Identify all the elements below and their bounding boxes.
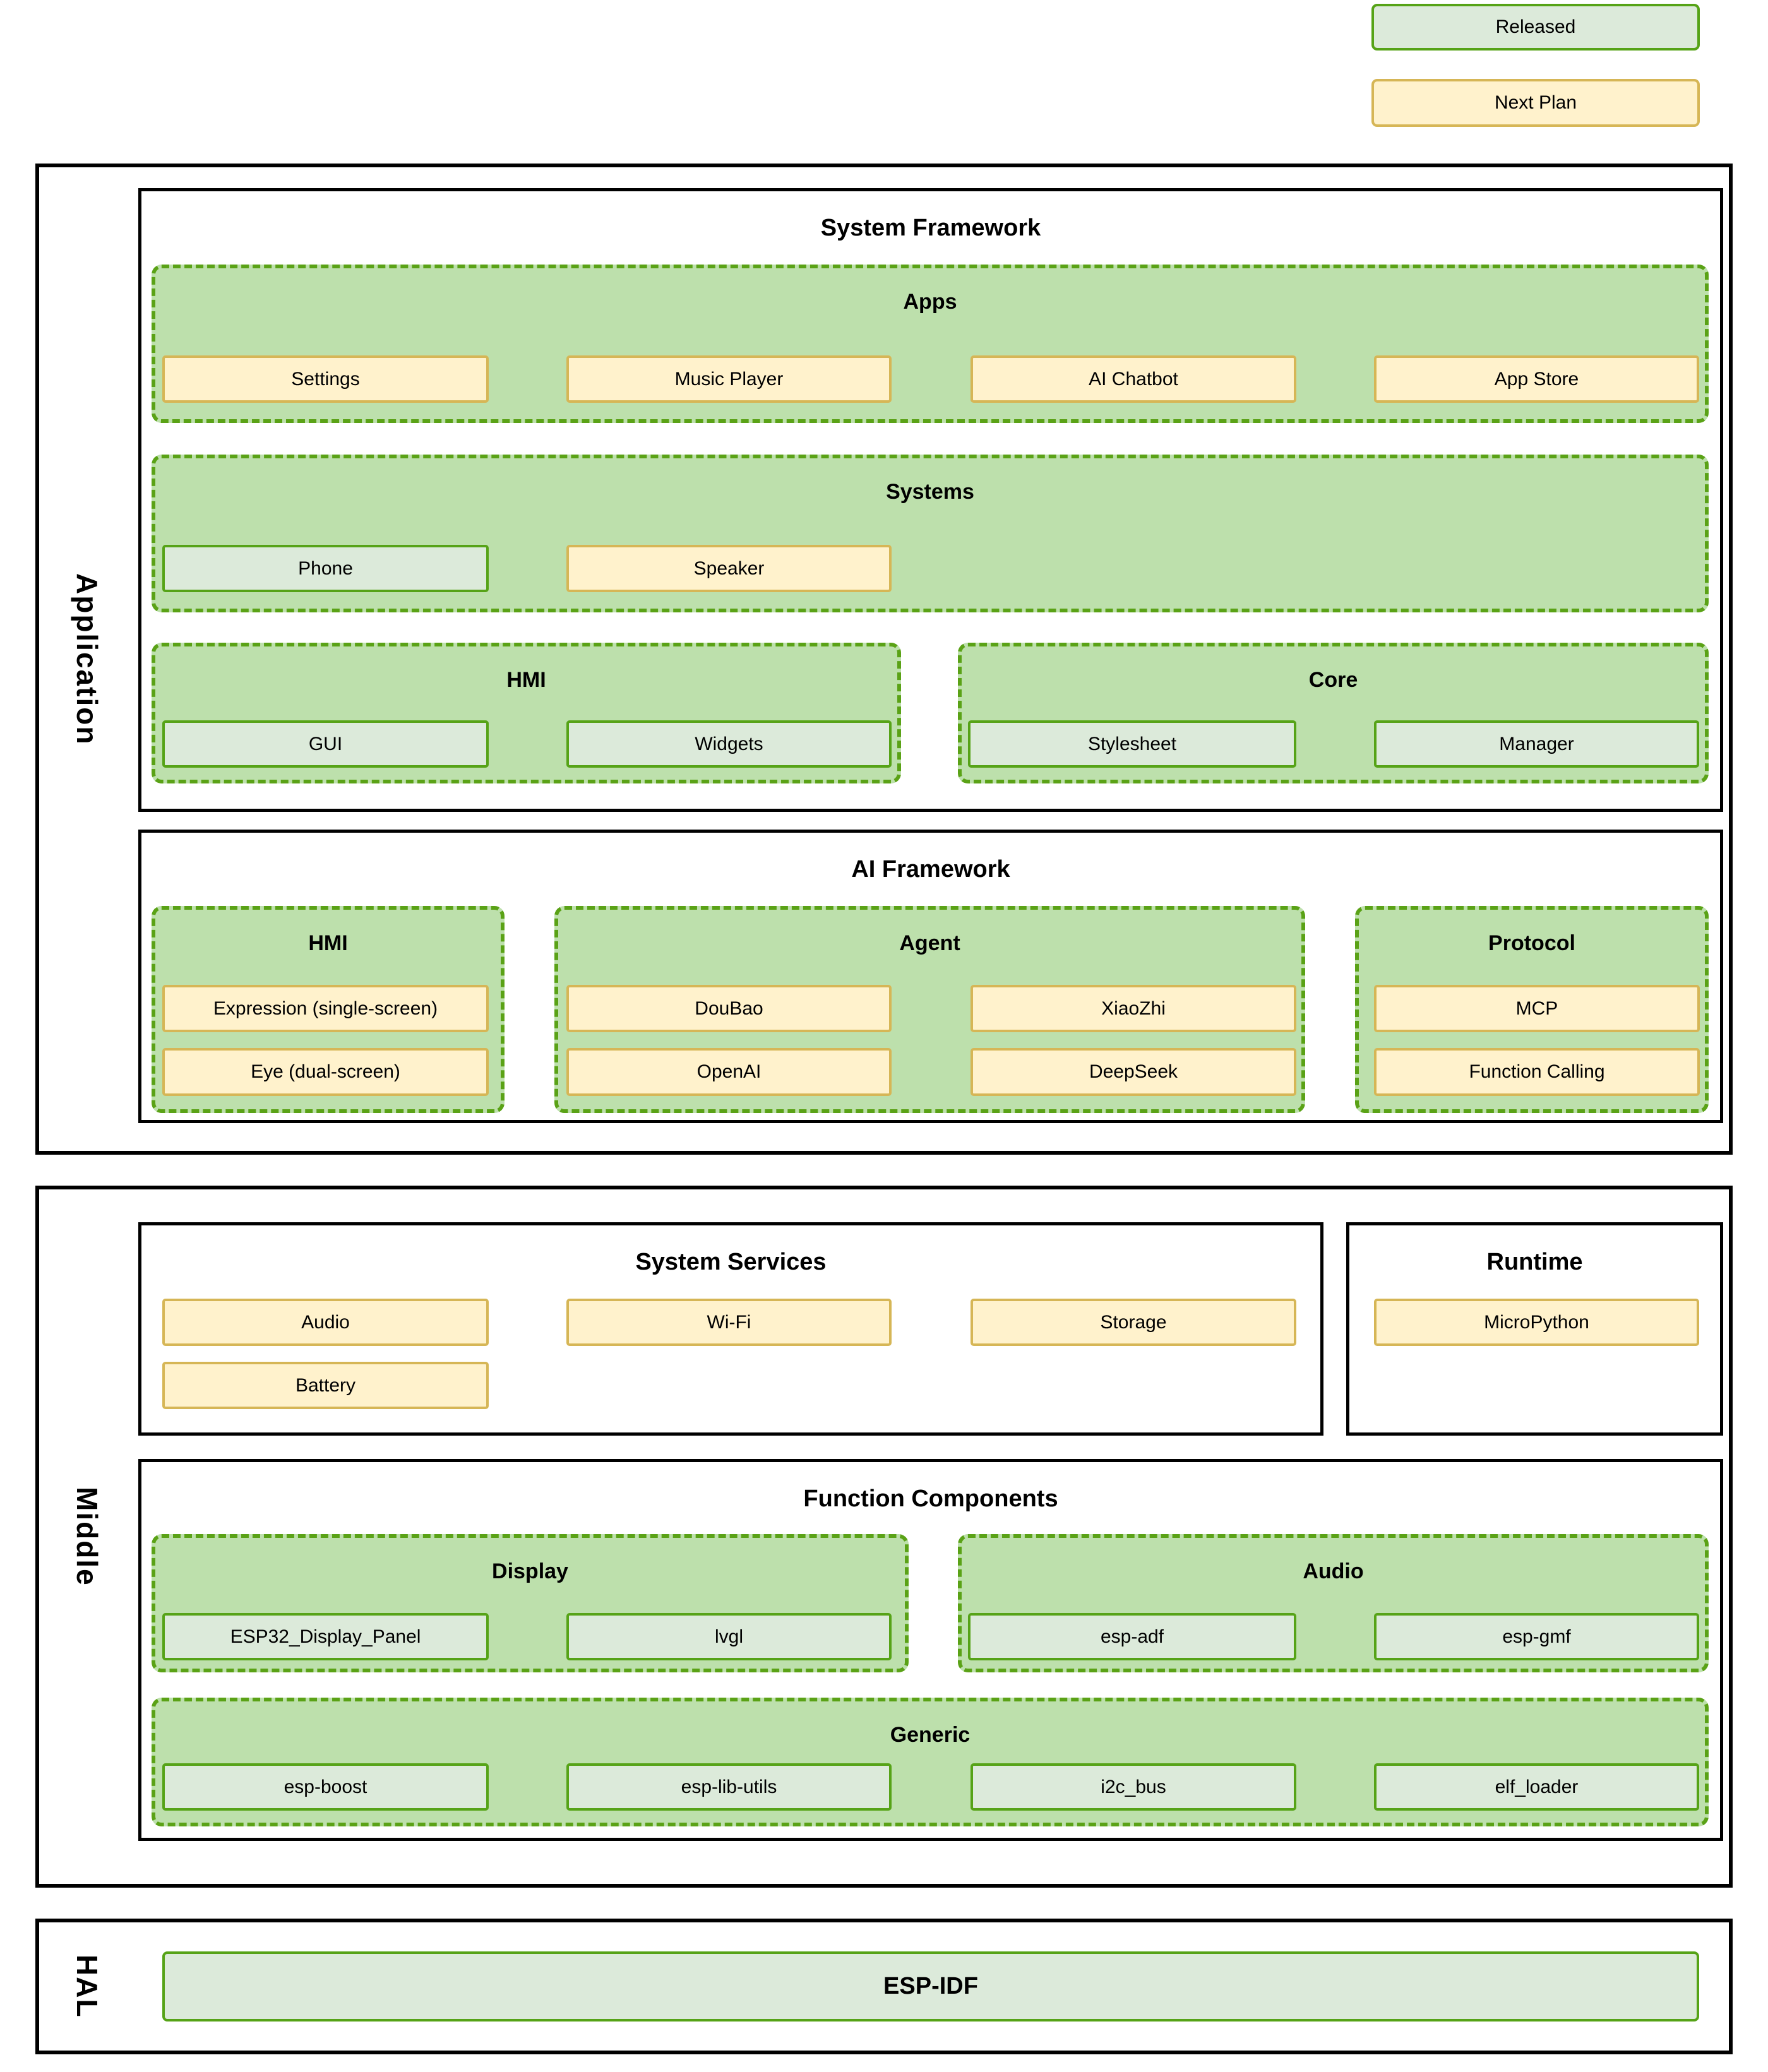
item-expression-single-screen: Expression (single-screen) (162, 985, 489, 1032)
layer-middle: Middle System Services Audio Wi-Fi Stora… (35, 1186, 1733, 1888)
legend-next-plan: Next Plan (1371, 79, 1700, 127)
item-widgets: Widgets (566, 720, 892, 768)
item-app-store: App Store (1374, 355, 1699, 403)
item-mcp: MCP (1374, 985, 1700, 1032)
panel-system-framework: System Framework Apps Settings Music Pla… (138, 188, 1723, 812)
item-gui: GUI (162, 720, 489, 768)
item-stylesheet: Stylesheet (968, 720, 1296, 768)
item-doubao: DouBao (566, 985, 892, 1032)
item-esp-idf: ESP-IDF (162, 1951, 1699, 2021)
item-speaker: Speaker (566, 545, 892, 592)
layer-application-label: Application (71, 573, 104, 746)
group-hmi: HMI GUI Widgets (152, 643, 901, 783)
legend-released: Released (1371, 4, 1700, 51)
item-manager: Manager (1374, 720, 1699, 768)
layer-middle-label: Middle (71, 1487, 104, 1587)
group-core: Core Stylesheet Manager (958, 643, 1709, 783)
item-micropython: MicroPython (1374, 1299, 1699, 1346)
item-wifi: Wi-Fi (566, 1299, 892, 1346)
system-services-title: System Services (635, 1249, 827, 1275)
agent-title: Agent (899, 931, 960, 955)
item-music-player: Music Player (566, 355, 892, 403)
apps-title: Apps (903, 290, 957, 314)
item-elf-loader: elf_loader (1374, 1763, 1699, 1811)
item-deepseek: DeepSeek (971, 1048, 1296, 1096)
audio-components-title: Audio (1303, 1559, 1364, 1583)
item-ai-chatbot: AI Chatbot (971, 355, 1296, 403)
item-esp32-display-panel: ESP32_Display_Panel (162, 1613, 489, 1660)
item-esp-lib-utils: esp-lib-utils (566, 1763, 892, 1811)
function-components-title: Function Components (803, 1486, 1058, 1512)
hmi-title: HMI (506, 668, 546, 692)
panel-ai-framework: AI Framework HMI Expression (single-scre… (138, 830, 1723, 1123)
generic-title: Generic (890, 1723, 971, 1747)
group-audio-components: Audio esp-adf esp-gmf (958, 1534, 1709, 1672)
protocol-title: Protocol (1488, 931, 1575, 955)
group-systems: Systems Phone Speaker (152, 455, 1709, 612)
group-generic: Generic esp-boost esp-lib-utils i2c_bus … (152, 1698, 1709, 1826)
panel-system-services: System Services Audio Wi-Fi Storage Batt… (138, 1222, 1323, 1436)
item-battery: Battery (162, 1362, 489, 1409)
display-title: Display (492, 1559, 568, 1583)
group-protocol: Protocol MCP Function Calling (1355, 906, 1709, 1113)
ai-framework-title: AI Framework (851, 856, 1010, 883)
item-openai: OpenAI (566, 1048, 892, 1096)
item-esp-adf: esp-adf (968, 1613, 1296, 1660)
item-eye-dual-screen: Eye (dual-screen) (162, 1048, 489, 1096)
item-xiaozhi: XiaoZhi (971, 985, 1296, 1032)
item-function-calling: Function Calling (1374, 1048, 1700, 1096)
layer-hal-label: HAL (71, 1955, 104, 2018)
group-apps: Apps Settings Music Player AI Chatbot Ap… (152, 265, 1709, 423)
core-title: Core (1308, 668, 1358, 692)
systems-title: Systems (886, 480, 974, 504)
item-i2c-bus: i2c_bus (971, 1763, 1296, 1811)
runtime-title: Runtime (1486, 1249, 1583, 1275)
ai-hmi-title: HMI (308, 931, 348, 955)
item-phone: Phone (162, 545, 489, 592)
item-lvgl: lvgl (566, 1613, 892, 1660)
group-agent: Agent DouBao XiaoZhi OpenAI DeepSeek (554, 906, 1305, 1113)
panel-runtime: Runtime MicroPython (1346, 1222, 1723, 1436)
system-framework-title: System Framework (820, 215, 1041, 241)
panel-function-components: Function Components Display ESP32_Displa… (138, 1459, 1723, 1841)
item-audio-service: Audio (162, 1299, 489, 1346)
item-esp-gmf: esp-gmf (1374, 1613, 1699, 1660)
item-settings: Settings (162, 355, 489, 403)
item-storage: Storage (971, 1299, 1296, 1346)
item-esp-boost: esp-boost (162, 1763, 489, 1811)
layer-hal: HAL ESP-IDF (35, 1919, 1733, 2054)
layer-application: Application System Framework Apps Settin… (35, 164, 1733, 1155)
group-display: Display ESP32_Display_Panel lvgl (152, 1534, 909, 1672)
group-ai-hmi: HMI Expression (single-screen) Eye (dual… (152, 906, 505, 1113)
